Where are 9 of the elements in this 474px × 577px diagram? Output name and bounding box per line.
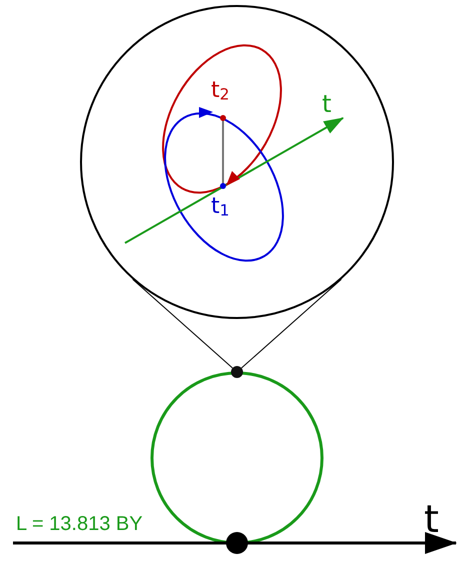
zoom-line <box>240 278 342 369</box>
length-label: L = 13.813 BY <box>16 514 143 534</box>
time-label: t$_{2}$ <box>211 80 230 103</box>
point-dot <box>231 366 243 378</box>
time-label: t$_{1}$ <box>211 196 230 219</box>
axis-label: t <box>322 92 332 116</box>
axis-label: t <box>424 500 439 538</box>
magnified-view-circle <box>80 5 394 319</box>
zoom-line <box>132 278 234 369</box>
